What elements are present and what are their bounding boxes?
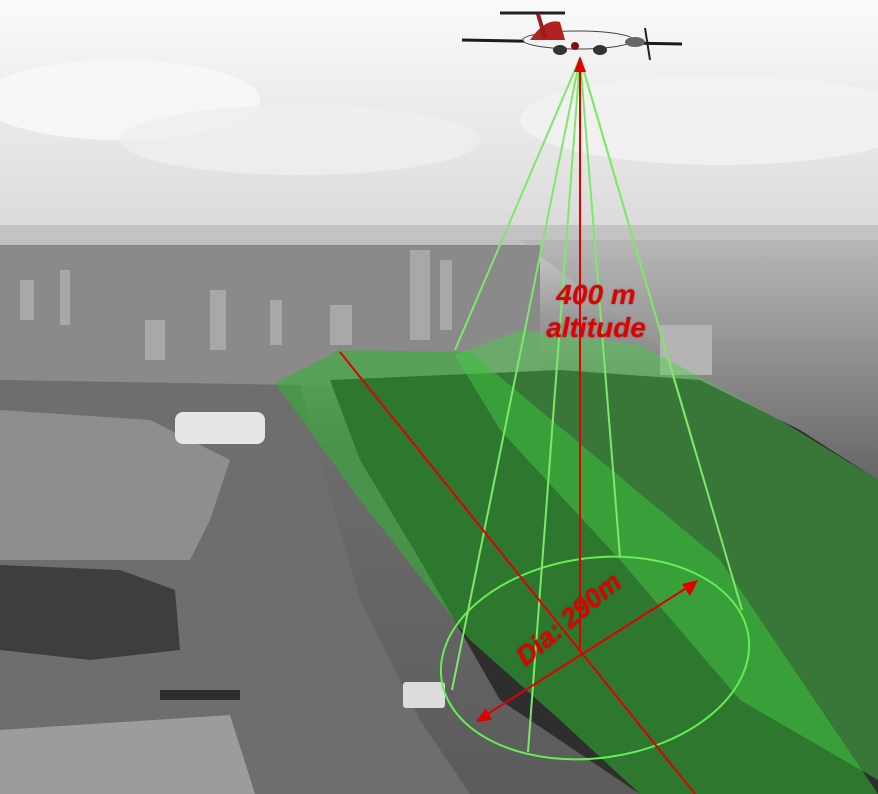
crane <box>160 690 240 700</box>
lidar-swath-right <box>455 330 878 780</box>
city-buildings <box>20 250 712 375</box>
diameter-arrowhead-left <box>476 708 492 722</box>
annotation-lines <box>339 58 697 794</box>
altitude-caption: altitude <box>546 312 646 343</box>
altitude-arrowhead <box>574 56 586 72</box>
beam-lines <box>451 57 743 753</box>
lidar-swath-left <box>275 350 878 794</box>
diameter-arrowhead-right <box>682 580 698 596</box>
cloud <box>520 75 878 165</box>
mangrove-island <box>0 565 180 660</box>
flight-track-line <box>339 351 696 794</box>
airplane-icon <box>461 11 683 61</box>
altitude-value: 400 m <box>556 279 636 310</box>
footprint-ellipse <box>439 555 751 761</box>
port-land <box>0 410 230 560</box>
altitude-annotation: 400 m altitude <box>536 278 656 344</box>
ferry-boat <box>403 682 445 708</box>
diameter-line <box>477 581 697 721</box>
cruise-ship <box>175 412 265 444</box>
container-terminal <box>0 715 255 794</box>
cloud <box>120 105 480 175</box>
